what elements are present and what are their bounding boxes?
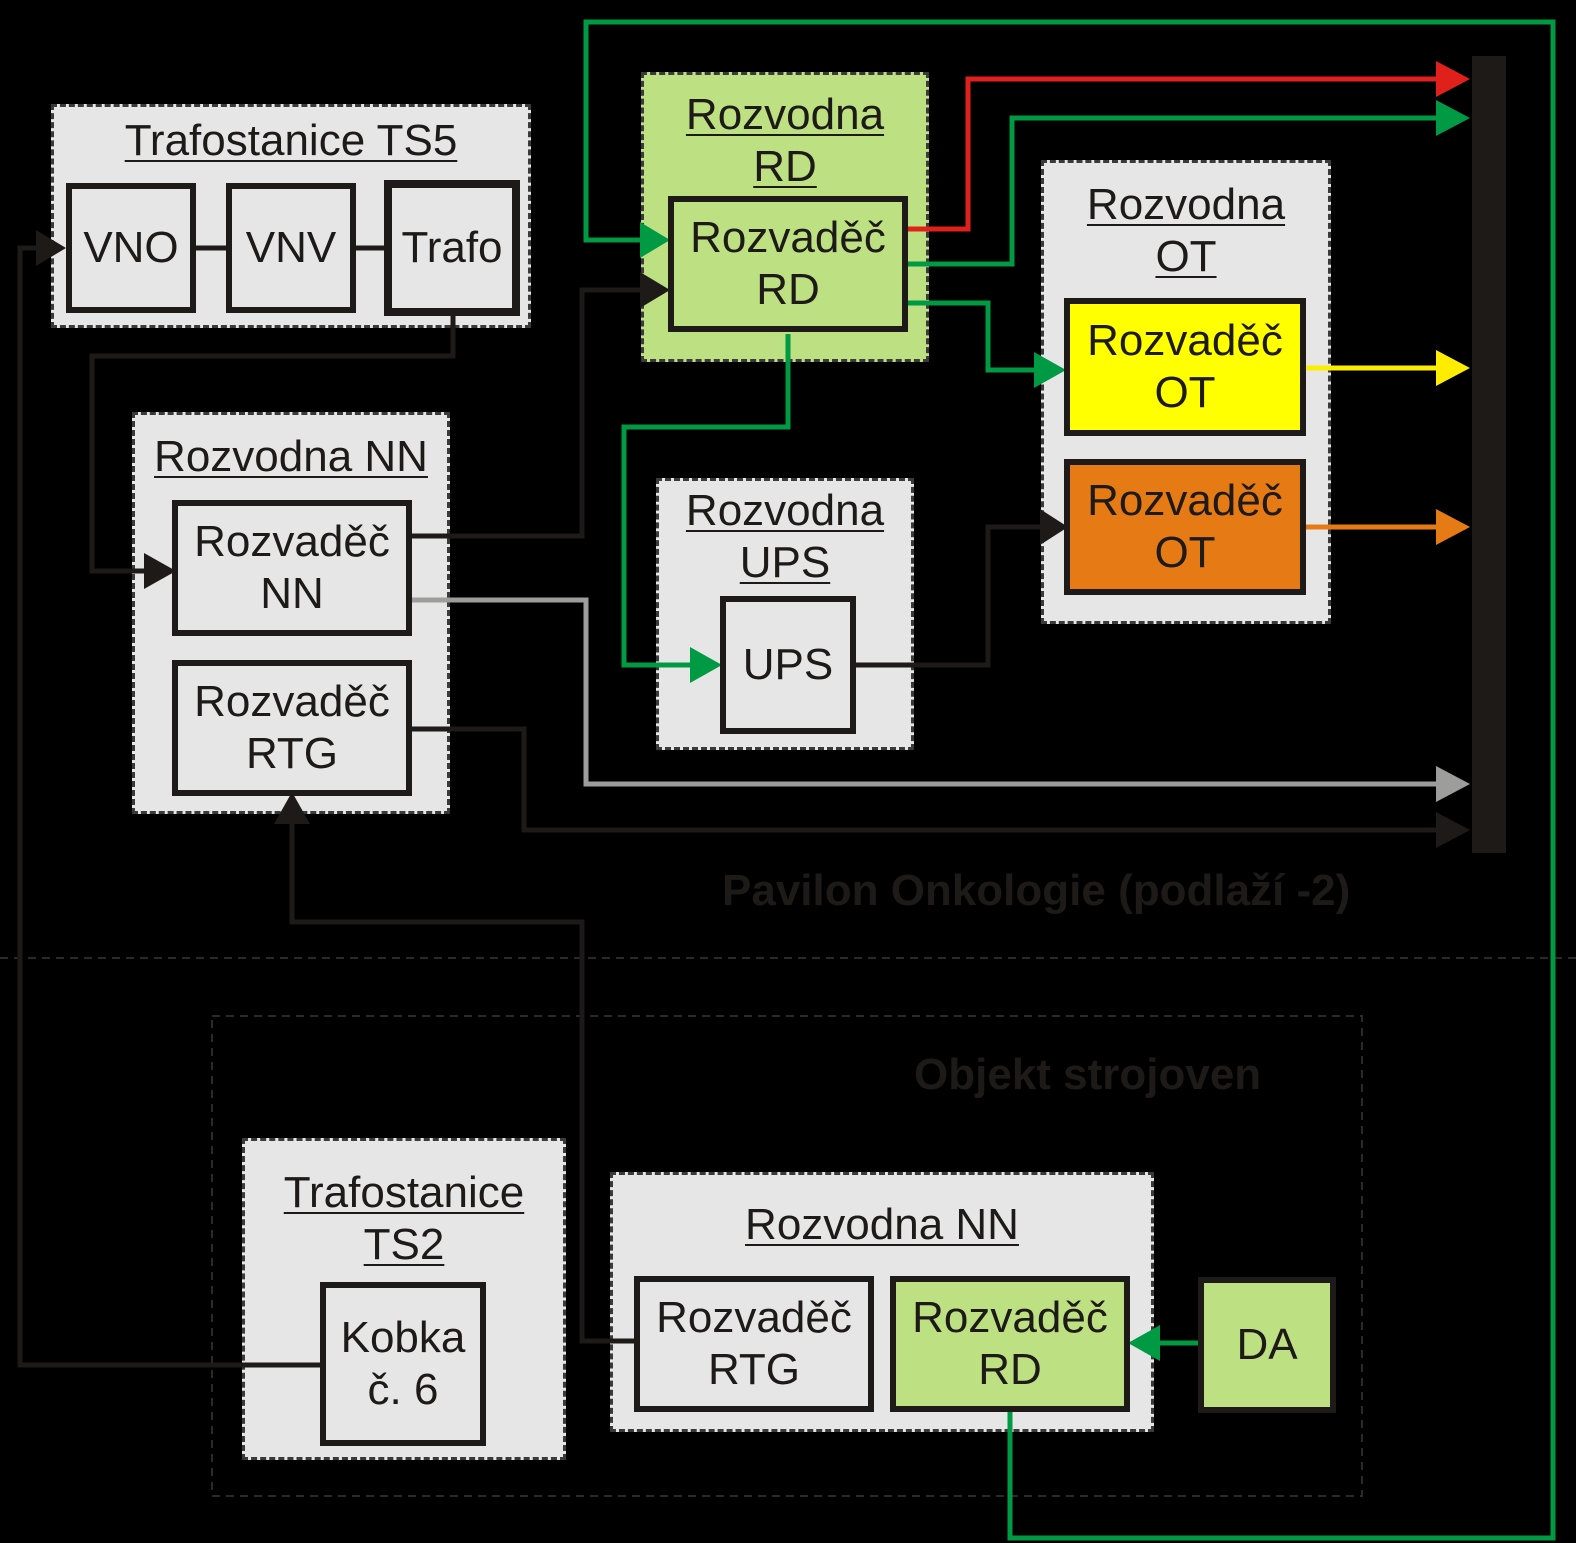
room-rd-title-2: RD — [753, 142, 817, 191]
wire-rd-to-ot-yellow — [906, 300, 1034, 373]
box-rozvadec-nn-line2: NN — [260, 569, 324, 618]
arrow-into-vno — [36, 230, 66, 266]
arrow-into-rd-bottom — [1128, 1325, 1160, 1361]
room-ts2-title-1: Trafostanice — [283, 1168, 525, 1217]
box-vnv: VNV — [226, 183, 356, 313]
box-vno-label: VNO — [83, 223, 179, 272]
black-arrowheads — [36, 230, 1470, 848]
arrow-into-rd-green — [640, 222, 670, 258]
box-rozvadec-rd-line1: Rozvaděč — [690, 213, 886, 262]
arrow-into-nn — [144, 553, 176, 589]
box-da: DA — [1198, 1277, 1336, 1413]
box-rozvadec-rtg-bottom: Rozvaděč RTG — [634, 1276, 874, 1412]
box-rozvadec-ot-orange-line1: Rozvaděč — [1087, 476, 1283, 525]
box-rozvadec-ot-yellow-line1: Rozvaděč — [1087, 316, 1283, 365]
box-kobka: Kobka č. 6 — [320, 1282, 486, 1446]
wire-rd-to-bus-green — [906, 115, 1436, 267]
box-ups: UPS — [720, 596, 856, 734]
arrow-into-rd-black — [640, 272, 670, 308]
room-rd-title-1: Rozvodna — [685, 90, 885, 139]
room-ups-title-2: UPS — [739, 538, 831, 587]
arrow-green-to-bus — [1436, 100, 1470, 136]
room-ts2-title-2: TS2 — [363, 1220, 445, 1269]
box-rozvadec-ot-yellow: Rozvaděč OT — [1064, 298, 1306, 436]
wire-rtg-bottom-to-rtg-top — [289, 824, 636, 1344]
box-ups-label: UPS — [742, 640, 834, 689]
box-trafo-label: Trafo — [401, 223, 503, 272]
distribution-bus-bar — [1472, 56, 1506, 853]
box-rozvadec-rd-bottom: Rozvaděč RD — [890, 1276, 1130, 1412]
wire-rtg-top-to-bus — [410, 726, 1436, 833]
room-ts5-title: Trafostanice TS5 — [124, 116, 458, 165]
black-connections — [17, 245, 1436, 1368]
box-rozvadec-rd-bottom-line1: Rozvaděč — [912, 1293, 1108, 1342]
arrow-into-rtg-top — [274, 792, 310, 824]
zone-strojovna-border — [211, 1015, 1363, 1497]
box-rozvadec-rtg-bottom-line2: RTG — [707, 1345, 801, 1394]
box-rozvadec-rd-line2: RD — [756, 265, 820, 314]
box-rozvadec-rd-bottom-line2: RD — [978, 1345, 1042, 1394]
box-vnv-label: VNV — [245, 223, 337, 272]
arrow-orange-to-bus — [1436, 509, 1470, 545]
room-nn-bottom-title: Rozvodna NN — [745, 1200, 1019, 1249]
box-rozvadec-rtg-top-line1: Rozvaděč — [194, 677, 390, 726]
wire-rd-bottom-to-rd-top — [583, 19, 1556, 1541]
box-vno: VNO — [66, 183, 196, 313]
arrow-into-ot-yellow — [1034, 352, 1066, 388]
arrow-grey-to-bus — [1436, 766, 1470, 802]
green-connections — [583, 19, 1556, 1541]
box-kobka-line1: Kobka — [340, 1313, 466, 1362]
box-rozvadec-rtg-bottom-line1: Rozvaděč — [656, 1293, 852, 1342]
box-rozvadec-ot-yellow-line2: OT — [1154, 368, 1216, 417]
zone-pavilon-label: Pavilon Onkologie (podlaží -2) — [722, 866, 1351, 915]
green-arrowheads — [640, 100, 1470, 1361]
wire-nn-to-rd — [410, 287, 640, 539]
box-rozvadec-rtg-top-line2: RTG — [245, 729, 339, 778]
box-rozvadec-nn: Rozvaděč NN — [172, 500, 412, 636]
arrow-rtg-to-bus — [1436, 812, 1470, 848]
wire-kobka-to-vno — [17, 245, 322, 1368]
box-rozvadec-rtg-top: Rozvaděč RTG — [172, 660, 412, 796]
arrow-red-to-bus — [1436, 61, 1470, 97]
arrow-yellow-to-bus — [1436, 350, 1470, 386]
box-rozvadec-ot-orange-line2: OT — [1154, 528, 1216, 577]
box-da-label: DA — [1236, 1320, 1298, 1369]
box-rozvadec-nn-line1: Rozvaděč — [194, 517, 390, 566]
arrow-into-ups — [690, 647, 722, 683]
room-ot-title-1: Rozvodna — [1086, 180, 1286, 229]
wire-trafo-to-nn — [89, 313, 456, 574]
box-trafo: Trafo — [384, 180, 520, 316]
room-ot-title-2: OT — [1155, 232, 1217, 281]
zone-strojovna-label: Objekt strojoven — [914, 1050, 1262, 1099]
arrow-into-ot-orange — [1040, 509, 1068, 545]
wire-ups-to-ot-orange — [852, 524, 1040, 668]
room-ups-title-1: Rozvodna — [685, 486, 885, 535]
wire-nn-to-bus-grey — [410, 597, 1436, 787]
wire-rd-to-ups — [621, 334, 791, 668]
box-kobka-line2: č. 6 — [367, 1365, 439, 1414]
box-rozvadec-ot-orange: Rozvaděč OT — [1064, 459, 1306, 595]
box-rozvadec-rd: Rozvaděč RD — [668, 196, 908, 332]
room-nn-top-title: Rozvodna NN — [154, 432, 428, 481]
wire-rd-to-bus-red — [906, 76, 1436, 232]
